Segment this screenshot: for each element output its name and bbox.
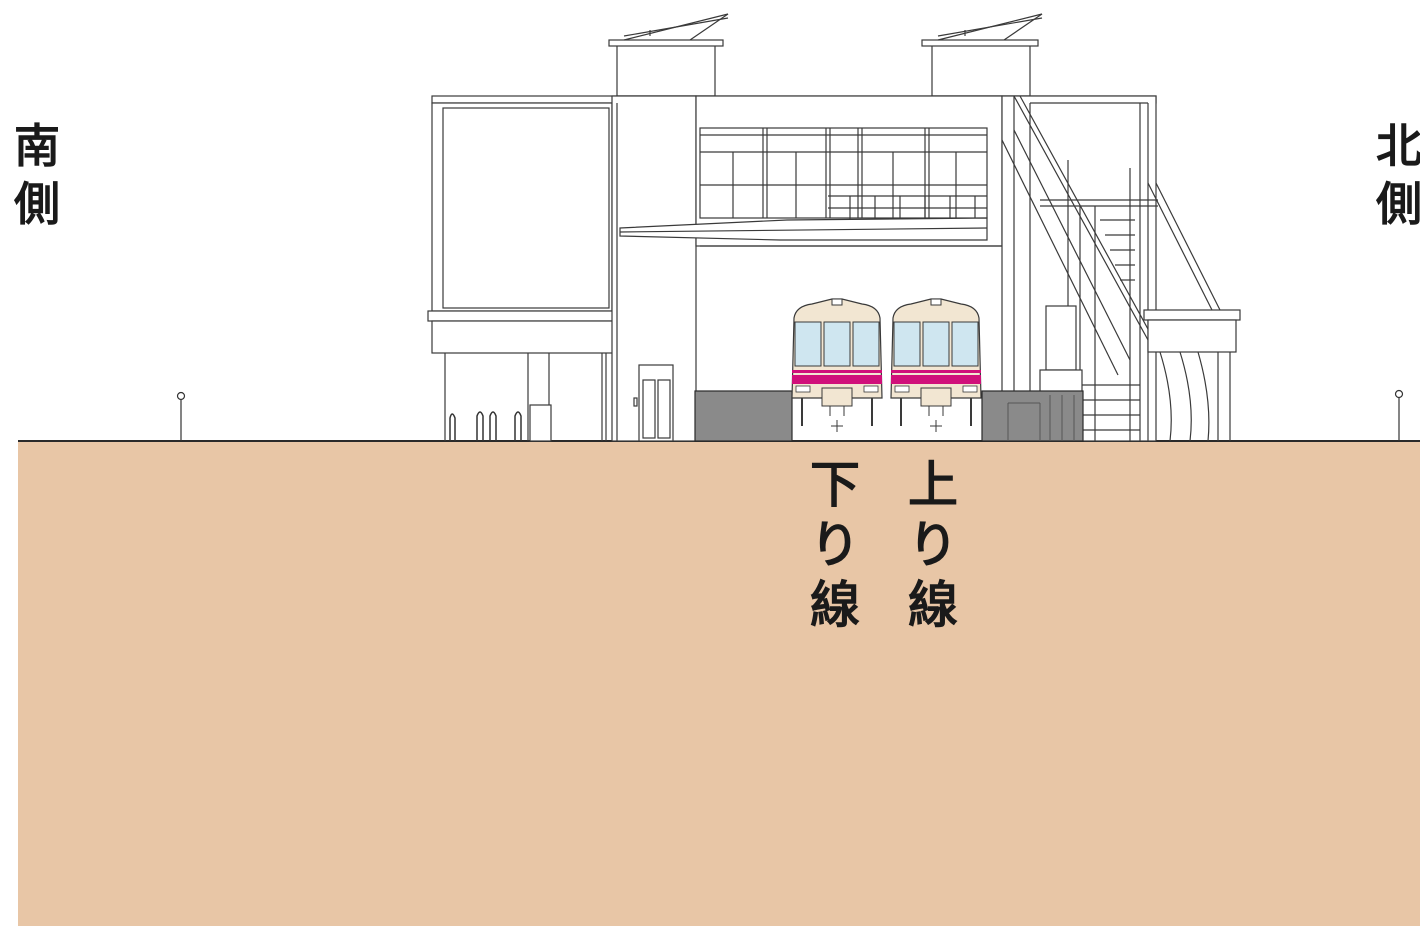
north-side-label-char-2: 側: [1375, 177, 1420, 231]
train-front-icon: [791, 298, 883, 432]
retaining-wall-right: [981, 390, 1084, 442]
bicycle-icon: [489, 411, 497, 441]
train-front-icon: [890, 298, 982, 432]
bicycle-icon: [514, 411, 522, 441]
up-line-label-char-2: り: [908, 516, 958, 574]
south-side-label-char-1: 南: [14, 119, 60, 173]
up-line-label-char-1: 上: [908, 456, 958, 514]
lamp-post-icon: [176, 391, 186, 441]
down-line-label-char-3: 線: [810, 576, 860, 634]
north-side-label-char-1: 北: [1376, 119, 1420, 173]
bicycle-icon: [476, 411, 484, 441]
ground-section: [18, 441, 1420, 926]
up-line-label-char-3: 線: [908, 576, 958, 634]
lamp-post-icon: [1394, 389, 1404, 441]
rooftop-unit-left: [608, 13, 729, 97]
station-building: [427, 13, 1241, 442]
down-line-label-char-2: り: [810, 516, 860, 574]
south-side-label-char-2: 側: [13, 177, 60, 231]
bicycle-icon: [449, 413, 456, 441]
retaining-wall-left: [694, 390, 793, 442]
rooftop-unit-right: [921, 13, 1043, 97]
down-line-label-char-1: 下: [810, 456, 860, 514]
